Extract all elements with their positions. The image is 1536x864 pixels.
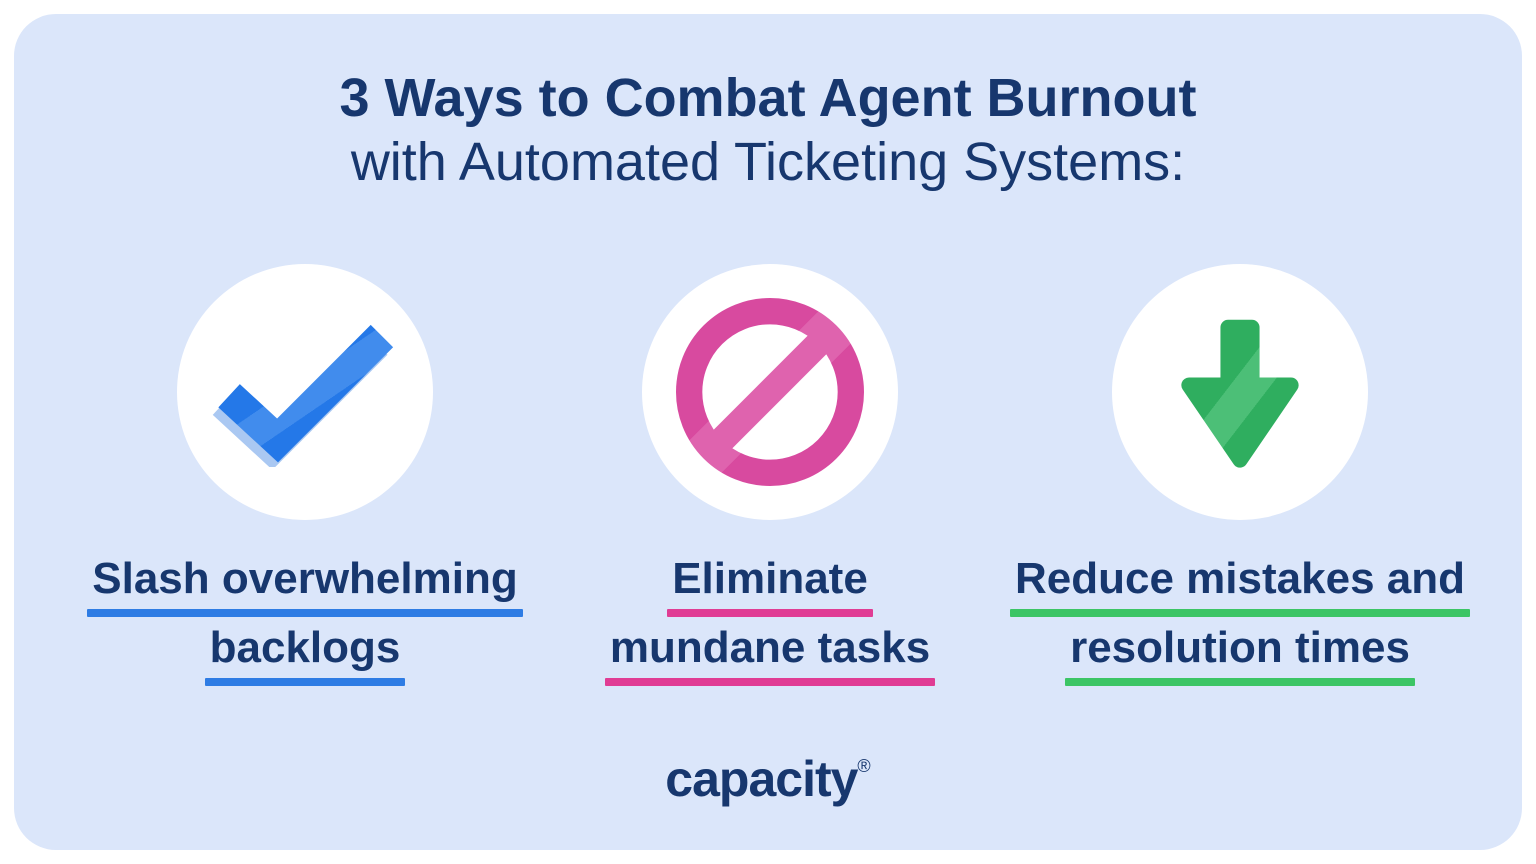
logo-text: capacity <box>665 751 858 807</box>
underline-bar <box>204 678 406 686</box>
item-label-line: Slash overwhelming <box>92 554 518 603</box>
item-label: Reduce mistakes and resolution times <box>1010 554 1470 692</box>
item-reduce-mistakes: Reduce mistakes and resolution times <box>1000 264 1480 692</box>
underline-bar <box>87 609 523 617</box>
item-label-line: Eliminate <box>672 554 868 603</box>
icon-circle <box>642 264 898 520</box>
page-title: 3 Ways to Combat Agent Burnout with Auto… <box>14 66 1522 194</box>
underline-bar <box>604 678 936 686</box>
capacity-logo: capacity® <box>665 751 870 807</box>
item-label-line: resolution times <box>1070 623 1410 672</box>
footer: capacity® <box>14 750 1522 808</box>
item-slash-backlogs: Slash overwhelming backlogs <box>70 264 540 692</box>
registered-mark: ® <box>857 756 871 776</box>
item-label-line: Reduce mistakes and <box>1015 554 1465 603</box>
items-row: Slash overwhelming backlogs <box>14 264 1522 692</box>
infographic-card: 3 Ways to Combat Agent Burnout with Auto… <box>14 14 1522 850</box>
item-label-line: backlogs <box>209 623 401 672</box>
down-arrow-icon <box>1181 319 1299 468</box>
title-line-bold: 3 Ways to Combat Agent Burnout <box>339 68 1197 128</box>
item-eliminate-tasks: Eliminate mundane tasks <box>540 264 1000 692</box>
icon-circle <box>1112 264 1368 520</box>
item-label: Slash overwhelming backlogs <box>87 554 523 692</box>
underline-bar <box>1065 678 1415 686</box>
item-label-line: mundane tasks <box>609 623 931 672</box>
check-icon <box>212 324 393 467</box>
icon-circle <box>177 264 433 520</box>
underline-bar <box>667 609 873 617</box>
item-label: Eliminate mundane tasks <box>604 554 936 692</box>
prohibition-icon <box>676 298 864 486</box>
title-line-regular: with Automated Ticketing Systems: <box>350 132 1186 192</box>
underline-bar <box>1010 609 1470 617</box>
